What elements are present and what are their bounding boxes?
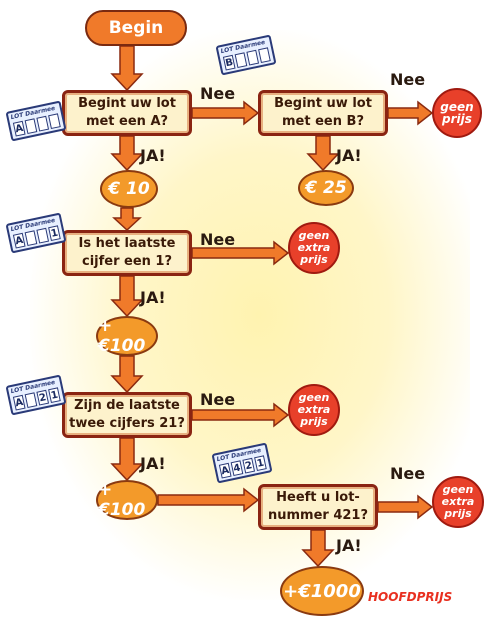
- ticket-cell: [24, 392, 38, 409]
- prize-25: € 25: [298, 170, 354, 206]
- question-number-421: Heeft u lot- nummer 421?: [258, 484, 378, 530]
- no-label-2: Nee: [390, 70, 426, 89]
- ticket-cell: [234, 52, 248, 69]
- ticket-cell: [36, 115, 50, 132]
- ticket-cell: 4: [230, 460, 244, 477]
- ticket-cell: 1: [48, 387, 61, 404]
- arrow-begin-to-q1: [110, 45, 144, 92]
- ticket-cell: [24, 230, 38, 247]
- no-extra-prize-3: geen extra prijs: [432, 476, 484, 528]
- ticket-cell: 2: [242, 457, 256, 474]
- question-last-digit-1: Is het laatste cijfer een 1?: [62, 230, 192, 276]
- no-prize-1: geen prijs: [432, 88, 482, 138]
- ticket-cell: B: [222, 54, 236, 71]
- arrow-q1-yes: [110, 135, 144, 172]
- ticket-cell: [258, 47, 271, 64]
- ticket-cell: [36, 227, 50, 244]
- prize-100-first: +€100: [96, 316, 158, 356]
- ticket-cell: A: [12, 394, 26, 411]
- question-starts-with-a: Begint uw lot met een A?: [62, 90, 192, 136]
- no-extra-prize-1: geen extra prijs: [288, 222, 340, 274]
- arrow-q5-yes: [301, 529, 335, 568]
- no-extra-prize-2: geen extra prijs: [288, 384, 340, 436]
- no-label-1: Nee: [200, 84, 236, 103]
- ticket-cell: A: [218, 462, 232, 479]
- arrow-q4-no: [191, 402, 290, 428]
- jackpot-label: HOOFDPRIJS: [368, 590, 453, 604]
- ticket-cell: 1: [48, 225, 61, 242]
- arrow-q3-yes: [110, 275, 144, 318]
- yes-label-5: JA!: [336, 536, 362, 555]
- yes-label-3: JA!: [140, 288, 166, 307]
- ticket-cell: [24, 118, 38, 135]
- question-last-two-digits-21: Zijn de laatste twee cijfers 21?: [62, 392, 192, 438]
- ticket-cell: A: [12, 232, 26, 249]
- ticket-cell: [246, 49, 260, 66]
- arrow-prize100-to-q4: [110, 355, 144, 394]
- ticket-cell: A: [12, 120, 26, 137]
- arrow-q2-yes: [306, 135, 340, 172]
- ticket-cell: [48, 113, 61, 130]
- arrow-prize100-to-q5: [157, 487, 260, 513]
- arrow-q5-no: [377, 494, 434, 520]
- prize-10: € 10: [100, 170, 158, 208]
- ticket-cell: 1: [254, 455, 267, 472]
- arrow-q2-no: [387, 100, 434, 126]
- prize-100-second: +€100: [96, 480, 158, 520]
- no-label-3: Nee: [200, 230, 236, 249]
- arrow-q4-yes: [110, 437, 144, 482]
- start-node: Begin: [85, 10, 187, 46]
- yes-label-2: JA!: [336, 146, 362, 165]
- yes-label-4: JA!: [140, 454, 166, 473]
- arrow-prize10-to-q3: [112, 207, 142, 232]
- no-label-5: Nee: [390, 464, 426, 483]
- ticket-cell: 2: [36, 389, 50, 406]
- arrow-q1-no: [191, 100, 260, 126]
- question-starts-with-b: Begint uw lot met een B?: [258, 90, 388, 136]
- yes-label-1: JA!: [140, 146, 166, 165]
- prize-1000: +€1000: [280, 566, 364, 616]
- no-label-4: Nee: [200, 390, 236, 409]
- arrow-q3-no: [191, 240, 290, 266]
